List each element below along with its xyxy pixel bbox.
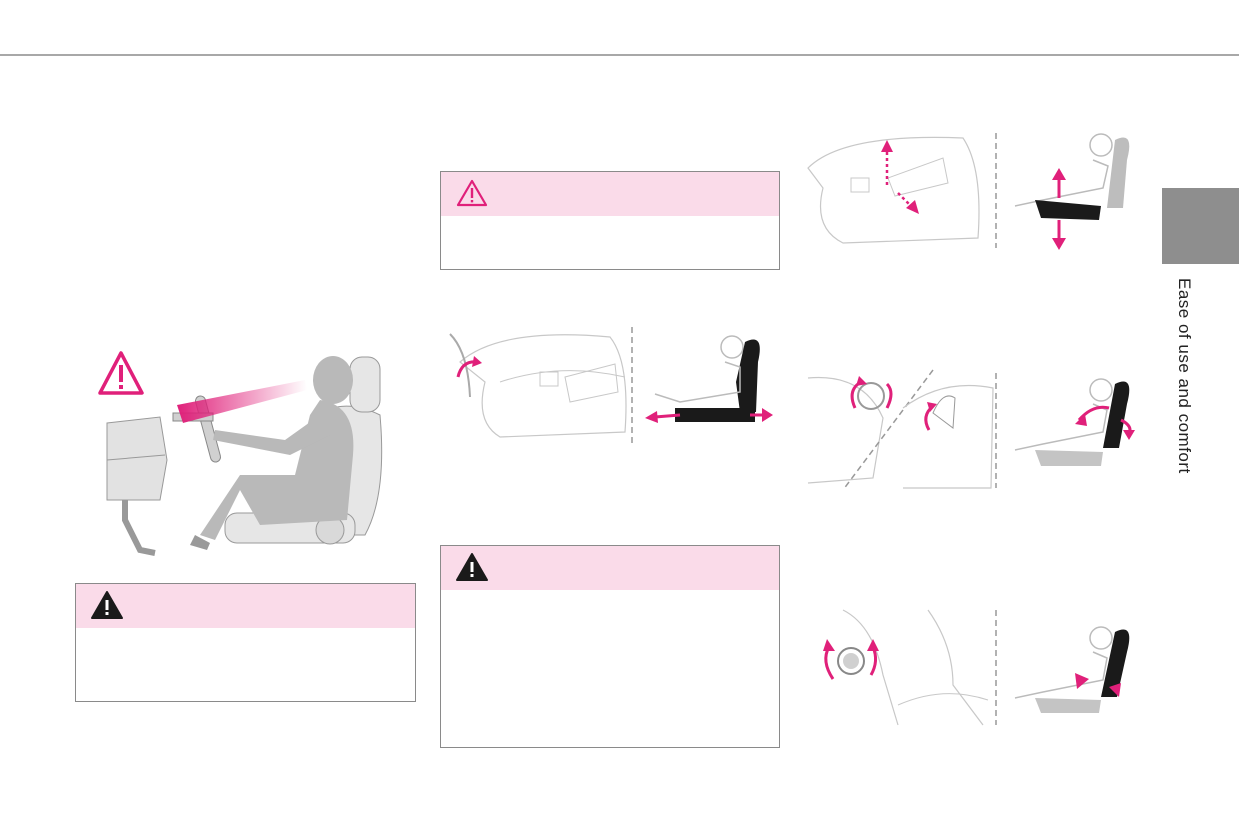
warning-triangle-filled-icon <box>456 553 488 581</box>
warning-box-header <box>76 584 415 628</box>
warning-box-header <box>441 546 779 590</box>
driving-position-illustration <box>98 351 383 556</box>
top-rule <box>0 54 1239 56</box>
seat-backrest-illustration <box>807 369 1135 491</box>
warning-box-seat-adjust <box>440 171 780 270</box>
chapter-tab-label: Ease of use and comfort <box>1175 278 1194 474</box>
seat-lumbar-illustration <box>823 609 1130 726</box>
warning-triangle-outline-icon <box>98 351 144 395</box>
chapter-tab-marker <box>1162 188 1239 264</box>
seat-height-illustration <box>807 133 1130 250</box>
warning-box-seat-safety <box>440 545 780 748</box>
warning-box-header <box>441 172 779 216</box>
warning-box-driving-position <box>75 583 416 702</box>
seat-fore-aft-illustration <box>449 327 773 447</box>
warning-triangle-filled-icon <box>91 591 123 619</box>
warning-triangle-outline-icon <box>456 179 488 207</box>
